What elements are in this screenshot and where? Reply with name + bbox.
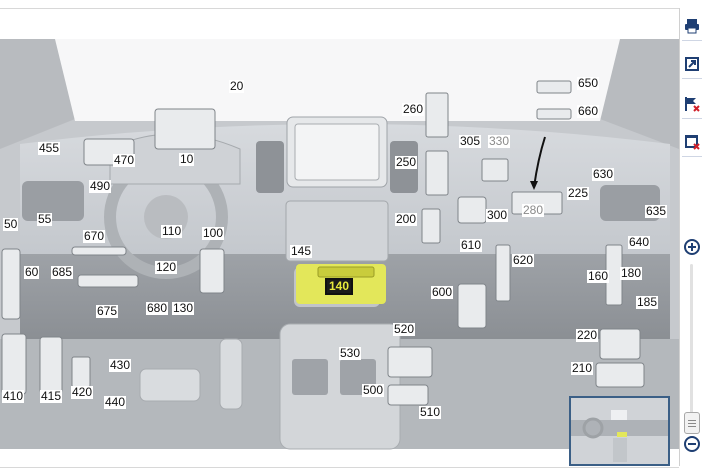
callout-305[interactable]: 305 (459, 134, 482, 148)
print-button[interactable] (682, 16, 702, 36)
callout-620[interactable]: 620 (512, 253, 535, 267)
callout-610[interactable]: 610 (460, 238, 483, 252)
callout-415[interactable]: 415 (40, 389, 63, 403)
zoom-out-button[interactable] (684, 436, 700, 452)
grip-line (688, 420, 696, 421)
callout-50[interactable]: 50 (3, 217, 19, 231)
callout-100[interactable]: 100 (202, 226, 225, 240)
callout-330[interactable]: 330 (488, 134, 511, 148)
callout-490[interactable]: 490 (89, 179, 112, 193)
callout-220[interactable]: 220 (576, 328, 599, 342)
open-external-icon (685, 57, 699, 71)
callout-470[interactable]: 470 (113, 153, 136, 167)
callout-510[interactable]: 510 (419, 405, 442, 419)
open-external-button[interactable] (682, 54, 702, 74)
flag-remove-button[interactable] (682, 94, 702, 114)
flag-remove-icon (685, 97, 700, 112)
callout-520[interactable]: 520 (393, 322, 416, 336)
callout-250[interactable]: 250 (395, 155, 418, 169)
callout-185[interactable]: 185 (636, 295, 659, 309)
dashboard-illustration (0, 39, 679, 450)
callout-110[interactable]: 110 (161, 224, 183, 238)
callout-675[interactable]: 675 (96, 304, 119, 318)
callout-225[interactable]: 225 (567, 186, 590, 200)
window-remove-icon (685, 135, 700, 150)
callout-60[interactable]: 60 (24, 265, 40, 279)
callout-10[interactable]: 10 (179, 152, 195, 166)
window-remove-button[interactable] (682, 132, 702, 152)
callout-120[interactable]: 120 (155, 260, 178, 274)
callout-600[interactable]: 600 (431, 285, 454, 299)
callout-200[interactable]: 200 (395, 212, 418, 226)
callout-180[interactable]: 180 (620, 266, 643, 280)
callout-440[interactable]: 440 (104, 395, 127, 409)
callout-300[interactable]: 300 (486, 208, 509, 222)
zoom-in-icon (684, 239, 700, 255)
printer-icon (685, 19, 699, 34)
zoom-slider-track[interactable] (690, 264, 693, 434)
toolbar-separator (682, 78, 702, 79)
callout-145[interactable]: 145 (290, 244, 313, 258)
callout-650[interactable]: 650 (577, 76, 600, 90)
callout-640[interactable]: 640 (628, 235, 651, 249)
callout-500[interactable]: 500 (362, 383, 385, 397)
callout-660[interactable]: 660 (577, 104, 600, 118)
callout-455[interactable]: 455 (38, 141, 61, 155)
callout-420[interactable]: 420 (71, 385, 94, 399)
callout-55[interactable]: 55 (37, 212, 53, 226)
callout-130[interactable]: 130 (172, 301, 195, 315)
callout-530[interactable]: 530 (339, 346, 362, 360)
right-toolbar (679, 8, 703, 466)
toolbar-separator (682, 118, 702, 119)
zoom-slider-thumb[interactable] (684, 412, 700, 434)
callout-410[interactable]: 410 (2, 389, 25, 403)
overview-thumbnail[interactable] (569, 396, 670, 466)
zoom-out-icon (684, 436, 700, 452)
callout-680[interactable]: 680 (146, 301, 169, 315)
toolbar-separator (682, 40, 702, 41)
grip-line (688, 426, 696, 427)
callout-670[interactable]: 670 (83, 229, 106, 243)
callout-160[interactable]: 160 (587, 269, 610, 283)
callout-635[interactable]: 635 (645, 204, 668, 218)
callout-685[interactable]: 685 (51, 265, 74, 279)
toolbar-separator (682, 156, 702, 157)
diagram-viewer[interactable]: 20 650 660 260 305 330 455 470 10 250 63… (0, 8, 679, 468)
callout-630[interactable]: 630 (592, 167, 615, 181)
callout-20[interactable]: 20 (229, 79, 245, 93)
callout-260[interactable]: 260 (402, 102, 425, 116)
grip-line (688, 423, 696, 424)
callout-140-highlighted[interactable]: 140 (325, 278, 354, 295)
zoom-in-button[interactable] (684, 239, 700, 255)
overview-preview-image (571, 398, 668, 464)
callout-430[interactable]: 430 (109, 358, 132, 372)
callout-210[interactable]: 210 (571, 361, 594, 375)
callout-280[interactable]: 280 (522, 203, 545, 217)
